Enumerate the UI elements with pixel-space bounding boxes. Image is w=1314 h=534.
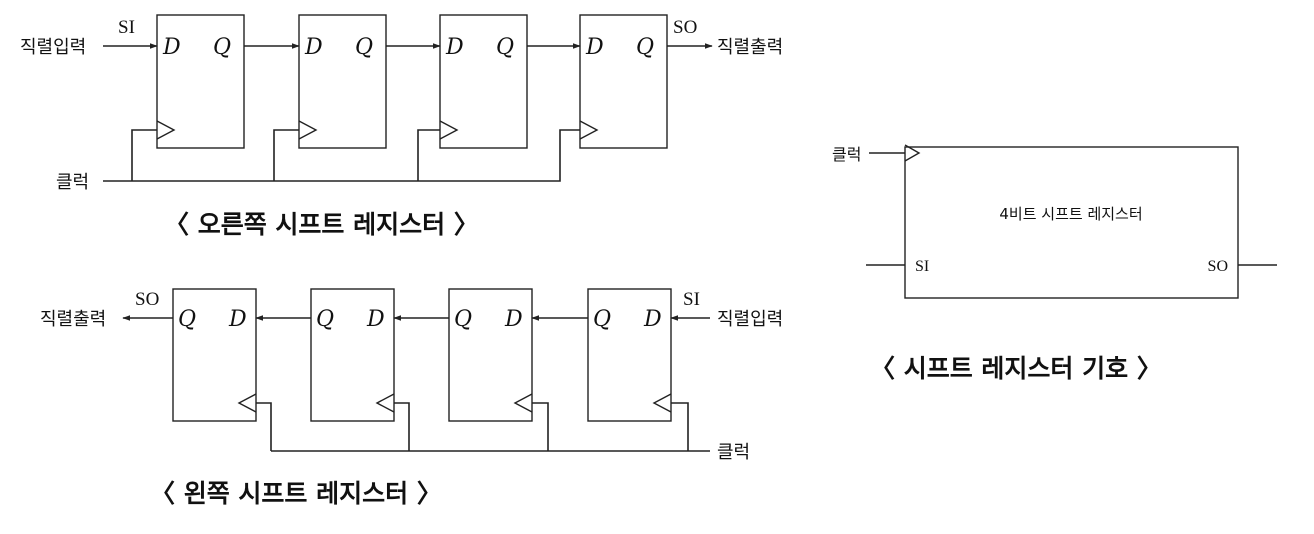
left-si-label: SI bbox=[683, 289, 700, 310]
left-ff-4-clock-triangle bbox=[652, 393, 672, 413]
right-clock-label: 클럭 bbox=[56, 172, 89, 193]
right-ff-4-q-label: Q bbox=[636, 35, 654, 60]
right-ff-1-clock-triangle bbox=[156, 120, 176, 140]
right-ff-3-d-label: D bbox=[445, 35, 464, 60]
left-ff-3-clock-triangle bbox=[513, 393, 533, 413]
right-serial-in-label: 직렬입력 bbox=[20, 37, 86, 58]
right-ff-4 bbox=[579, 14, 668, 149]
right-ff-3-q-label: Q bbox=[496, 35, 514, 60]
left-clock-bus bbox=[256, 402, 710, 452]
symbol-caption: 〈 시프트 레지스터 기호 〉 bbox=[870, 354, 1162, 383]
symbol-box bbox=[904, 146, 1239, 299]
left-ff-4-q-label: Q bbox=[593, 307, 611, 332]
right-clock-bus bbox=[103, 129, 580, 182]
symbol-clock-triangle bbox=[904, 144, 921, 162]
left-ff-1 bbox=[172, 288, 257, 422]
shift-register-symbol: 클럭 4비트 시프트 레지스터 SI SO 〈 시프트 레지스터 기호 〉 bbox=[832, 144, 1277, 383]
left-ff-2-q-label: Q bbox=[316, 307, 334, 332]
left-so-label: SO bbox=[135, 289, 159, 310]
left-ff-2 bbox=[310, 288, 395, 422]
right-ff-1 bbox=[156, 14, 245, 149]
symbol-clock-label: 클럭 bbox=[832, 145, 861, 164]
left-ff-1-d-label: D bbox=[228, 307, 247, 332]
symbol-title: 4비트 시프트 레지스터 bbox=[999, 205, 1142, 223]
right-ff-3 bbox=[439, 14, 528, 149]
left-ff-4-d-label: D bbox=[643, 307, 662, 332]
right-si-label: SI bbox=[118, 17, 135, 38]
right-ff-2-clock-triangle bbox=[298, 120, 318, 140]
left-ff-2-d-label: D bbox=[366, 307, 385, 332]
left-ff-3-d-label: D bbox=[504, 307, 523, 332]
right-ff-4-d-label: D bbox=[585, 35, 604, 60]
left-ff-4 bbox=[587, 288, 672, 422]
left-shift-register: Q D Q D Q D Q D 직렬출력 SO SI 직렬입력 클럭 〈 왼쪽 … bbox=[40, 288, 783, 508]
left-ff-2-clock-triangle bbox=[375, 393, 395, 413]
left-ff-3-q-label: Q bbox=[454, 307, 472, 332]
symbol-si-label: SI bbox=[915, 258, 929, 275]
right-serial-out-label: 직렬출력 bbox=[717, 37, 783, 58]
left-ff-1-clock-triangle bbox=[237, 393, 257, 413]
right-so-label: SO bbox=[673, 17, 697, 38]
right-ff-2 bbox=[298, 14, 387, 149]
left-shift-caption: 〈 왼쪽 시프트 레지스터 〉 bbox=[150, 479, 442, 508]
left-serial-out-label: 직렬출력 bbox=[40, 309, 106, 330]
right-shift-register: D Q D Q D Q D Q 직렬입력 SI SO 직렬출력 클럭 〈 오른쪽… bbox=[20, 14, 783, 239]
right-ff-2-q-label: Q bbox=[355, 35, 373, 60]
left-serial-in-label: 직렬입력 bbox=[717, 309, 783, 330]
left-ff-3 bbox=[448, 288, 533, 422]
right-shift-caption: 〈 오른쪽 시프트 레지스터 〉 bbox=[164, 210, 479, 239]
left-ff-1-q-label: Q bbox=[178, 307, 196, 332]
left-clock-label: 클럭 bbox=[717, 442, 750, 463]
right-ff-2-d-label: D bbox=[304, 35, 323, 60]
right-ff-4-clock-triangle bbox=[579, 120, 599, 140]
right-ff-1-d-label: D bbox=[162, 35, 181, 60]
symbol-so-label: SO bbox=[1208, 258, 1228, 275]
right-ff-3-clock-triangle bbox=[439, 120, 459, 140]
right-ff-1-q-label: Q bbox=[213, 35, 231, 60]
